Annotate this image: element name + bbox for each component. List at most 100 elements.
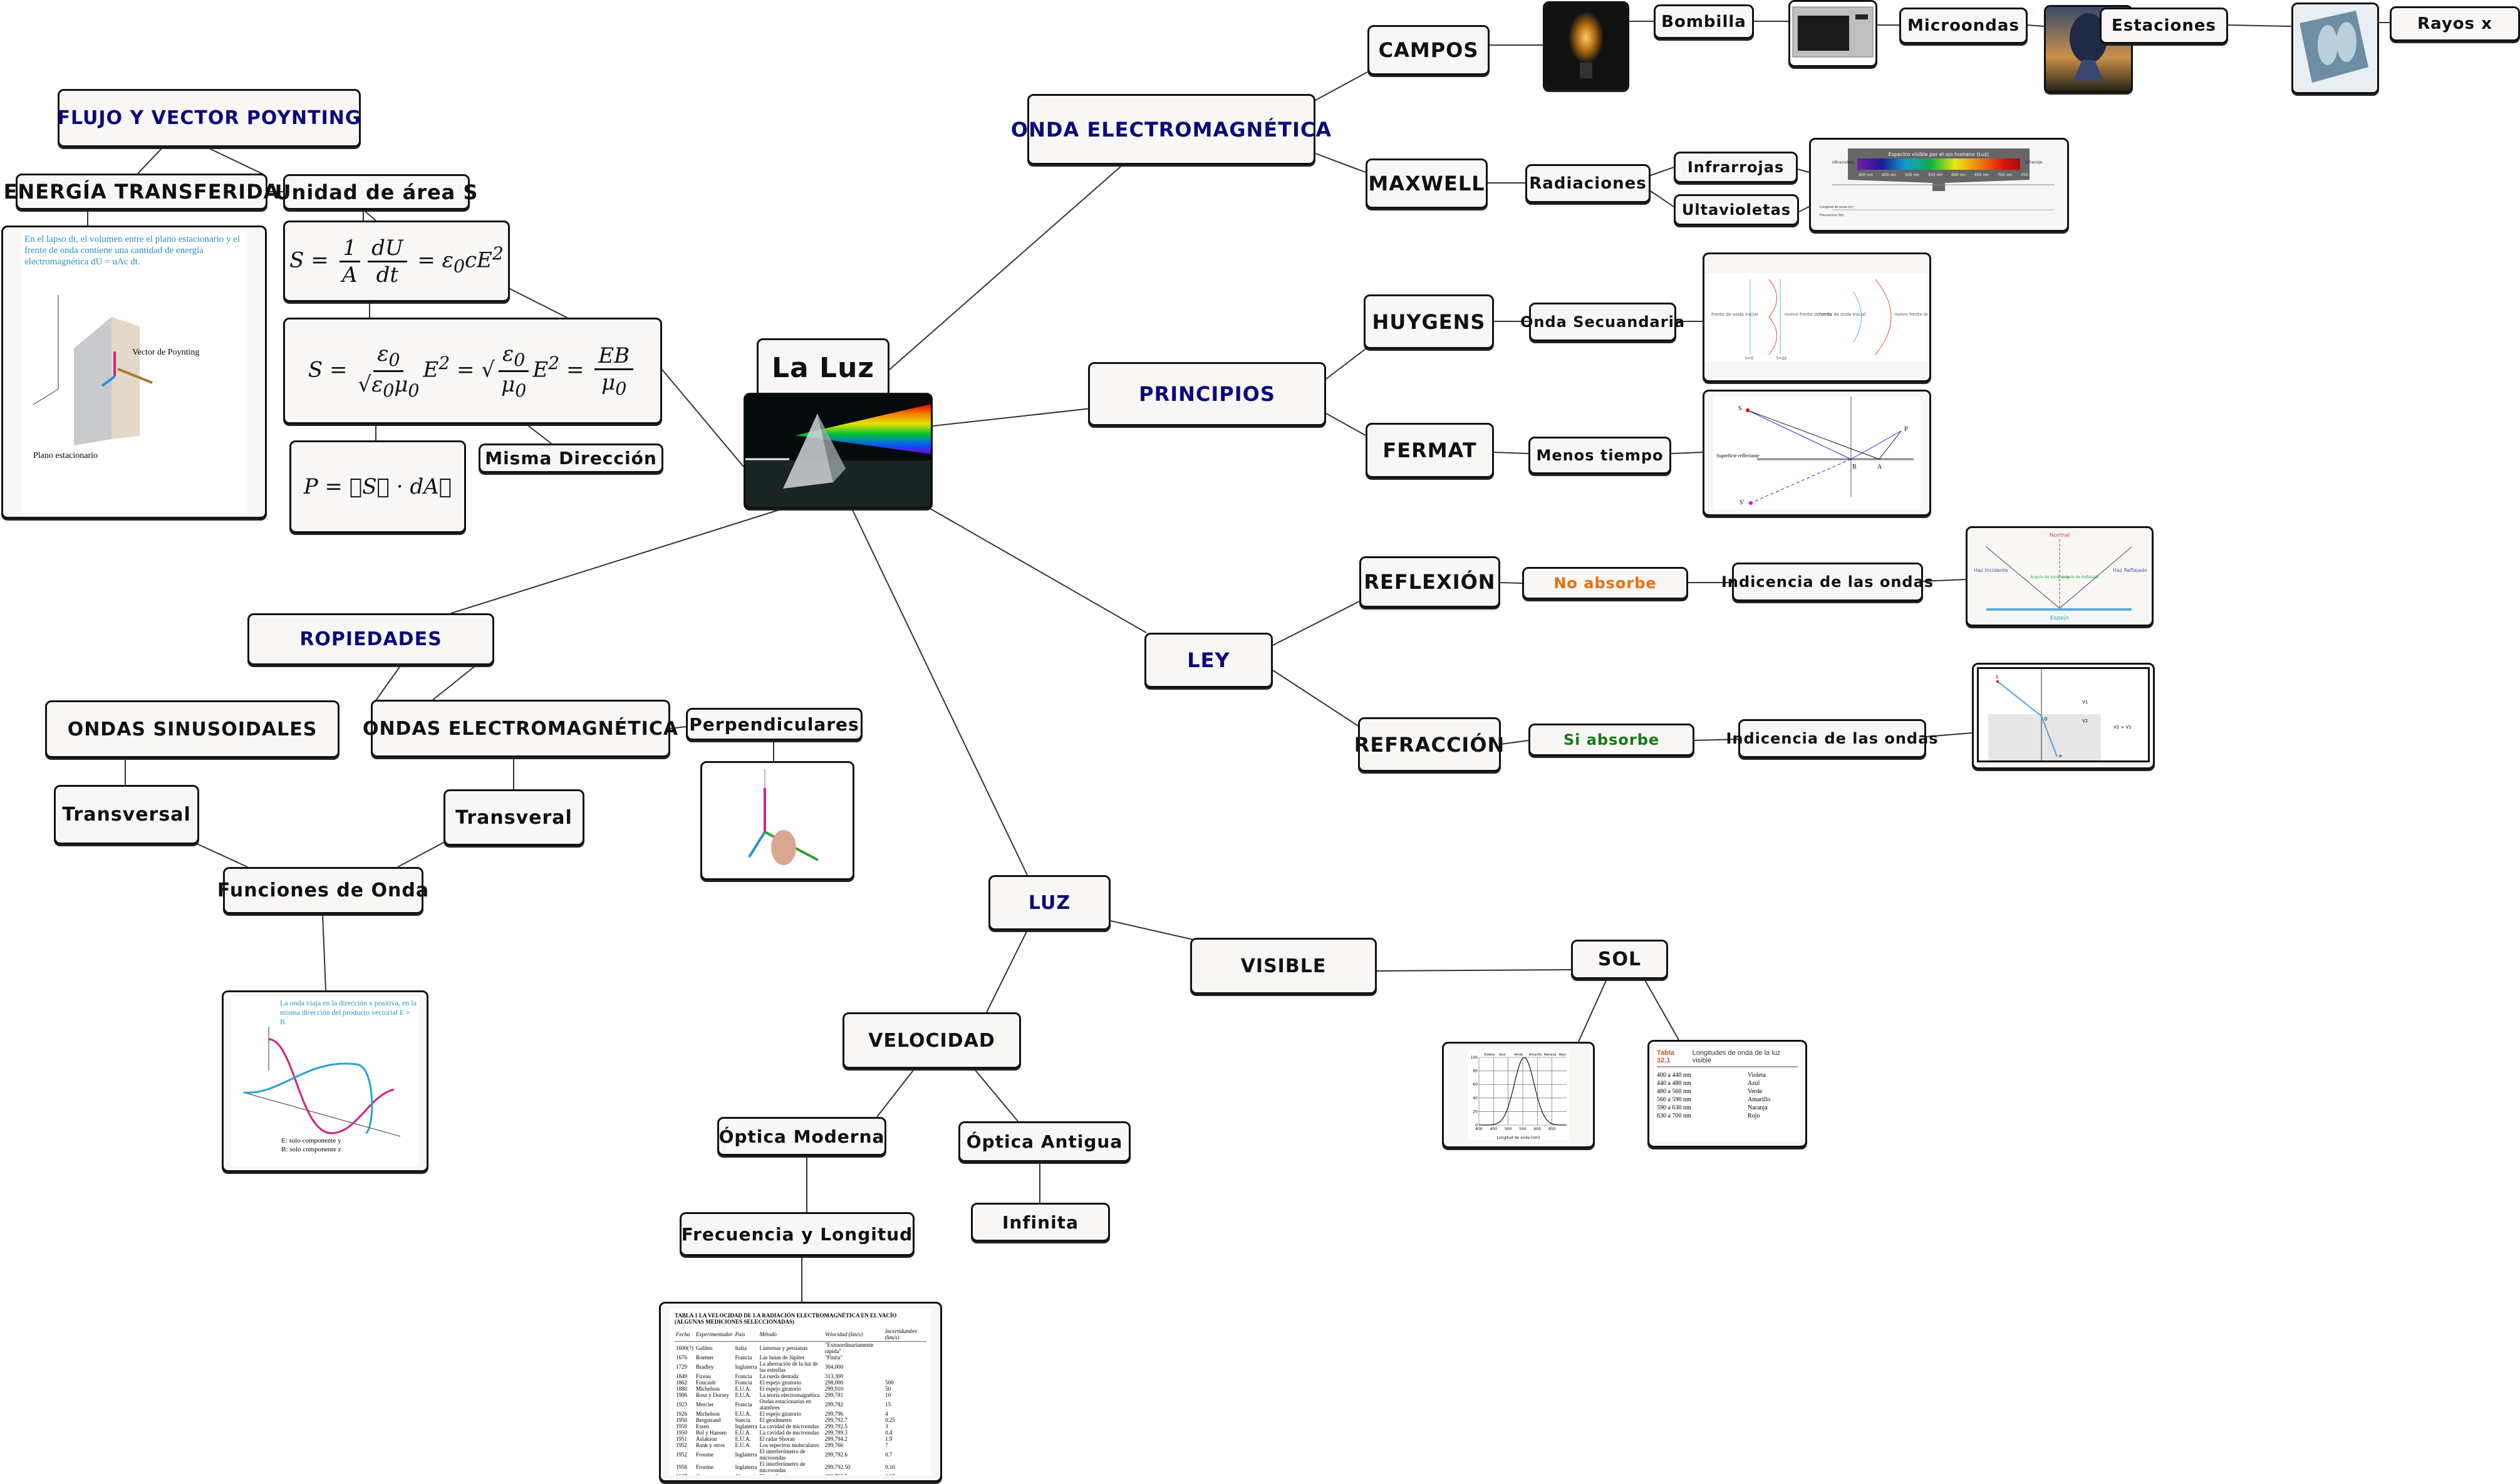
table-cell: Linternas y persianas bbox=[759, 1345, 807, 1351]
optica-moderna-node[interactable]: Óptica Moderna bbox=[717, 1117, 886, 1156]
table-cell: Michelson bbox=[696, 1411, 720, 1417]
table-cell: Inglaterra bbox=[735, 1451, 757, 1458]
infrarrojas-node[interactable]: Infrarrojas bbox=[1674, 152, 1798, 183]
node-label: VELOCIDAD bbox=[868, 1029, 995, 1052]
tabla-visible-number: Tabla 32.1 bbox=[1657, 1049, 1674, 1064]
table-cell: Alemania bbox=[734, 1473, 759, 1475]
formula3-node[interactable]: P = ∮S⃗ · dA⃗ bbox=[289, 440, 466, 533]
microwave-image bbox=[1790, 2, 1875, 65]
microwave-image-node[interactable] bbox=[1788, 0, 1877, 67]
velocidad-node[interactable]: VELOCIDAD bbox=[843, 1012, 1021, 1069]
table-header-cell: Incertidumbre (km/s) bbox=[884, 1327, 926, 1342]
tabla-visible-title: Longitudes de onda de la luz visible bbox=[1692, 1049, 1781, 1064]
funciones-onda-node[interactable]: Funciones de Onda bbox=[217, 867, 428, 914]
perpendicular-figure-node[interactable] bbox=[700, 761, 854, 880]
prism-image-node[interactable] bbox=[744, 393, 933, 509]
spectrum-tick-label: 700 nm bbox=[1998, 173, 2012, 177]
frecuencia-longitud-node[interactable]: Frecuencia y Longitud bbox=[680, 1212, 915, 1256]
fermat-node[interactable]: FERMAT bbox=[1366, 423, 1494, 478]
wavelength-range: 480 a 560 nm bbox=[1657, 1088, 1691, 1095]
huygens-node[interactable]: HUYGENS bbox=[1364, 294, 1494, 349]
tabla-visible-node[interactable]: Tabla 32.1 Longitudes de onda de la luz … bbox=[1647, 1040, 1807, 1148]
table-cell: La teoría electromagnética bbox=[759, 1392, 820, 1398]
table-cell: El interferómetro de microondas bbox=[759, 1461, 806, 1473]
connector-line bbox=[1650, 167, 1674, 176]
table-cell: Roemer bbox=[696, 1354, 714, 1361]
table-cell: Rosa y Dorsey bbox=[696, 1392, 729, 1398]
reflexion-diagram-node[interactable]: Normal Haz Incidente Haz Reflejado Ángul… bbox=[1966, 526, 2154, 626]
refraccion-node[interactable]: REFRACCIÓN bbox=[1354, 717, 1504, 772]
color-name: Naranja bbox=[1748, 1104, 1768, 1111]
unidad-area-node[interactable]: Unidad de área S bbox=[275, 174, 477, 210]
table-cell: El geodímetro bbox=[759, 1417, 792, 1423]
misma-direccion-node[interactable]: Misma Dirección bbox=[479, 444, 663, 473]
lightbulb-image-node[interactable] bbox=[1543, 1, 1629, 90]
estaciones-node[interactable]: Estaciones bbox=[2100, 8, 2228, 44]
reflexion-node[interactable]: REFLEXIÓN bbox=[1359, 556, 1500, 608]
tabla-velocidad-title: TABLA 1 LA VELOCIDAD DE LA RADIACIÓN ELE… bbox=[675, 1312, 897, 1325]
tabla-velocidad-node[interactable]: TABLA 1 LA VELOCIDAD DE LA RADIACIÓN ELE… bbox=[659, 1302, 942, 1482]
perpendiculares-node[interactable]: Perpendiculares bbox=[686, 708, 863, 740]
fermat-diagram-node[interactable]: S P S' B A Superficie reflectante bbox=[1703, 390, 1931, 516]
transversal-node[interactable]: Transversal bbox=[54, 785, 199, 844]
lightbulb-image bbox=[1545, 3, 1627, 88]
onda-electromagnetica-node[interactable]: ONDA ELECTROMAGNÉTICA bbox=[1011, 94, 1331, 165]
indicencia-reflexion-node[interactable]: Indicencia de las ondas bbox=[1721, 563, 1933, 601]
sol-node[interactable]: SOL bbox=[1571, 940, 1668, 979]
visible-node[interactable]: VISIBLE bbox=[1190, 938, 1377, 994]
rayos-x-node[interactable]: Rayos x bbox=[2390, 6, 2520, 41]
em-wave-figure: E: solo componente y bbox=[243, 1027, 401, 1144]
maxwell-node[interactable]: MAXWELL bbox=[1366, 158, 1488, 209]
principios-node[interactable]: PRINCIPIOS bbox=[1088, 362, 1326, 426]
ondas-sinusoidales-node[interactable]: ONDAS SINUSOIDALES bbox=[45, 700, 340, 758]
connector-line bbox=[397, 842, 444, 868]
bombilla-node[interactable]: Bombilla bbox=[1654, 4, 1754, 39]
si-absorbe-node[interactable]: Si absorbe bbox=[1528, 724, 1694, 756]
sensitivity-curve bbox=[1479, 1057, 1567, 1126]
poynting-figure-node[interactable]: En el lapso dt, el volumen entre el plan… bbox=[1, 226, 267, 519]
radio-dish-image-node[interactable] bbox=[2044, 5, 2133, 93]
table-cell: 1906 bbox=[676, 1392, 687, 1398]
campos-node[interactable]: CAMPOS bbox=[1367, 25, 1490, 75]
menos-tiempo-node[interactable]: Menos tiempo bbox=[1528, 437, 1671, 474]
luz-node[interactable]: LUZ bbox=[988, 875, 1111, 930]
ondas-electromagnetica-node[interactable]: ONDAS ELECTROMAGNÉTICA bbox=[363, 700, 678, 757]
table-cell: 500 bbox=[885, 1379, 894, 1386]
propiedades-node[interactable]: ROPIEDADES bbox=[247, 613, 494, 665]
table-cell: Fizeau bbox=[696, 1373, 711, 1379]
refraccion-diagram-node[interactable]: S O P V1 V2 V2 > V1 bbox=[1972, 663, 2155, 769]
indicencia-refraccion-node[interactable]: Indicencia de las ondas bbox=[1726, 719, 1938, 758]
energia-transferida-node[interactable]: ENERGÍA TRANSFERIDA bbox=[4, 174, 279, 210]
ley-node[interactable]: LEY bbox=[1144, 633, 1273, 688]
connector-line bbox=[1325, 348, 1366, 380]
huygens-diagram-node[interactable]: frente de onda inicial nuevo frente de o… bbox=[1703, 252, 1931, 382]
no-absorbe-node[interactable]: No absorbe bbox=[1522, 567, 1688, 599]
chart-xtick: 550 bbox=[1519, 1127, 1527, 1131]
wave-figure-node[interactable]: La onda viaja en la dirección x positiva… bbox=[222, 990, 428, 1172]
xray-image-node[interactable] bbox=[2291, 3, 2379, 94]
ultravioletas-node[interactable]: Ultavioletas bbox=[1674, 194, 1799, 226]
table-cell bbox=[884, 1361, 926, 1373]
poynting-node[interactable]: FLUJO Y VECTOR POYNTING bbox=[57, 89, 361, 147]
spectrum-image-node[interactable]: Espectro visible por el ojo humano (Luz)… bbox=[1809, 138, 2069, 232]
transveral-node[interactable]: Transveral bbox=[443, 789, 584, 846]
table-cell: Aslakson bbox=[696, 1436, 717, 1442]
node-label: Si absorbe bbox=[1563, 731, 1660, 749]
optica-antigua-node[interactable]: Óptica Antigua bbox=[958, 1121, 1131, 1162]
microondas-node[interactable]: Microondas bbox=[1899, 8, 2028, 44]
radiaciones-node[interactable]: Radiaciones bbox=[1525, 164, 1651, 203]
table-cell: 4 bbox=[885, 1411, 888, 1417]
onda-secuandaria-node[interactable]: Onda Secuandaria bbox=[1520, 303, 1684, 341]
center-title-node[interactable]: La Luz bbox=[757, 338, 889, 398]
connector-line bbox=[889, 165, 1122, 370]
infinita-node[interactable]: Infinita bbox=[971, 1203, 1110, 1242]
table-cell: 299,792.5 bbox=[824, 1423, 848, 1430]
